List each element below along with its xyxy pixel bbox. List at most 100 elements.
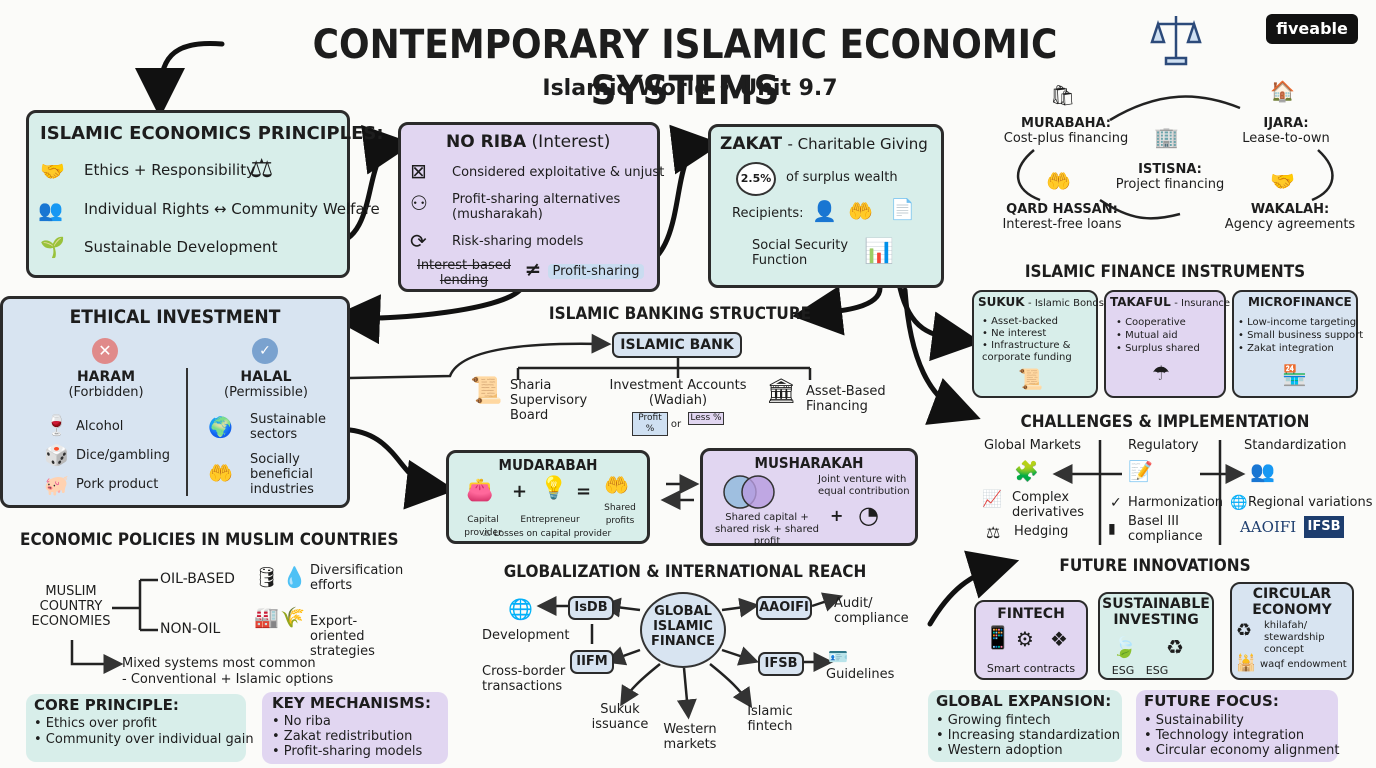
bars-icon: ▮ bbox=[1108, 521, 1116, 537]
bar-chart-icon: 📊 bbox=[864, 237, 894, 265]
challenges-title: CHALLENGES & IMPLEMENTATION bbox=[1020, 412, 1310, 432]
halal-item: Socially beneficial industries bbox=[250, 452, 314, 497]
no-money-icon: ⊠ bbox=[410, 159, 427, 183]
riba-compare-right: Profit-sharing bbox=[548, 264, 644, 279]
core-principle-box bbox=[26, 694, 246, 762]
halal-icon: ✓ bbox=[252, 338, 278, 364]
person-icon: 👤 bbox=[812, 199, 837, 223]
sukuk-issuance: Sukuk issuance bbox=[591, 702, 649, 732]
core-item: • Community over individual gain bbox=[34, 732, 254, 747]
contract-desc: Interest-free loans bbox=[1002, 217, 1122, 232]
handshake-icon: 🤝 bbox=[1270, 169, 1295, 193]
halal-item: Sustainable sectors bbox=[250, 412, 327, 442]
expansion-item: • Western adoption bbox=[936, 743, 1063, 758]
sukuk-card bbox=[972, 290, 1098, 398]
losses-note: ⚠ Losses on capital provider bbox=[482, 529, 612, 539]
chart-icon: 📈 bbox=[982, 489, 1002, 508]
mechanism-item: • No riba bbox=[272, 714, 331, 729]
expansion-item: • Growing fintech bbox=[936, 713, 1051, 728]
harmonization: Harmonization bbox=[1128, 495, 1224, 510]
standardization: Standardization bbox=[1244, 438, 1347, 453]
sukuk-item-text: Asset-backed bbox=[991, 316, 1058, 327]
haram-label: HARAM bbox=[76, 369, 136, 385]
plus-sign: + bbox=[512, 481, 528, 502]
mosque-icon: 🕌 bbox=[1236, 653, 1256, 672]
document-scales-icon: 📜 bbox=[470, 376, 503, 406]
buildings-icon: 🏢 bbox=[1154, 125, 1179, 149]
contract-desc: Cost-plus financing bbox=[1003, 131, 1129, 146]
musharakah-title: MUSHARAKAH bbox=[754, 454, 864, 472]
future-focus-box bbox=[1136, 690, 1338, 762]
microfinance-title: MICROFINANCE bbox=[1248, 295, 1352, 309]
lightbulb-icon: 💡 bbox=[540, 476, 568, 501]
regulatory: Regulatory bbox=[1128, 438, 1199, 453]
aaoifi-node: AAOIFI bbox=[756, 596, 812, 620]
globe-icon: 🌐 bbox=[1230, 495, 1248, 511]
sukuk-title: SUKUK - Islamic Bonds bbox=[978, 296, 1104, 310]
people-building-icon: 👥 bbox=[1250, 459, 1275, 483]
instruments-title: ISLAMIC FINANCE INSTRUMENTS bbox=[1024, 262, 1306, 282]
wallet-icon: 👛 bbox=[466, 478, 494, 503]
ethical-title: ETHICAL INVESTMENT bbox=[69, 306, 281, 328]
takaful-title: TAKAFUL - Insurance bbox=[1110, 296, 1230, 310]
investment-accounts: Investment Accounts (Wadiah) bbox=[606, 378, 750, 408]
contract-name: WAKALAH: bbox=[1250, 202, 1330, 217]
contract-desc: Lease-to-own bbox=[1242, 131, 1330, 146]
banking-title: ISLAMIC BANKING STRUCTURE bbox=[548, 304, 812, 324]
riba-item: Considered exploitative & unjust bbox=[452, 165, 665, 180]
hedging: Hedging bbox=[1014, 524, 1069, 539]
capital-label: Capital provider bbox=[464, 515, 502, 538]
umbrella-icon: ☂ bbox=[1152, 361, 1170, 385]
core-title: CORE PRINCIPLE: bbox=[34, 696, 179, 714]
oil-barrel-icon: 🛢 bbox=[254, 565, 280, 589]
mudarabah-panel bbox=[446, 450, 650, 544]
principle-item: Ethics + Responsibility bbox=[84, 161, 255, 179]
shop-icon: 🏪 bbox=[1282, 363, 1307, 387]
coin-hand-icon: 🤲 bbox=[208, 461, 233, 485]
micro-item-text: Low-income targeting bbox=[1247, 317, 1357, 328]
iifm-node: IIFM bbox=[570, 650, 614, 674]
plus-sign: + bbox=[830, 506, 844, 525]
sustainable-title: SUSTAINABLE INVESTING bbox=[1102, 596, 1210, 628]
globalization-title: GLOBALIZATION & INTERNATIONAL REACH bbox=[503, 562, 867, 582]
mixed-systems: Mixed systems most common bbox=[122, 656, 316, 671]
riba-title: NO RIBA (Interest) bbox=[446, 132, 610, 152]
fintech-title: FINTECH bbox=[997, 606, 1065, 622]
principle-item: Individual Rights ↔ Community Welfare bbox=[84, 200, 380, 218]
brand-logo: fiveable bbox=[1266, 14, 1358, 44]
takaful-item-text: Surplus shared bbox=[1125, 343, 1200, 354]
key-mechanisms-box bbox=[262, 692, 448, 764]
contract-desc: Project financing bbox=[1115, 177, 1225, 192]
leaf-icon: 🍃 bbox=[1112, 635, 1137, 659]
pig-icon: 🐖 bbox=[44, 473, 69, 497]
circular-title: CIRCULAR ECONOMY bbox=[1252, 586, 1332, 618]
halal-sub: (Permissible) bbox=[224, 385, 308, 400]
handshake-icon: 🤝 bbox=[40, 159, 65, 183]
esg-label: ESG bbox=[1111, 664, 1135, 677]
takaful-card bbox=[1104, 290, 1226, 398]
takaful-item-text: Mutual aid bbox=[1125, 330, 1178, 341]
global-markets: Global Markets bbox=[984, 438, 1082, 453]
circular-card bbox=[1230, 582, 1354, 680]
fintech-card bbox=[974, 600, 1088, 680]
sukuk-name: SUKUK bbox=[978, 295, 1025, 309]
zakat-title-main: ZAKAT bbox=[720, 134, 783, 154]
waqf: waqf endowment bbox=[1260, 659, 1347, 670]
sukuk-tag: - Islamic Bonds bbox=[1028, 298, 1104, 309]
focus-title: FUTURE FOCUS: bbox=[1144, 692, 1279, 710]
puzzle-icon: 🧩 bbox=[1014, 459, 1039, 483]
takaful-items: • Cooperative • Mutual aid • Surplus sha… bbox=[1116, 317, 1200, 354]
takaful-item-text: Cooperative bbox=[1125, 317, 1186, 328]
check-icon: ✓ bbox=[1110, 495, 1122, 511]
equals-sign: = bbox=[576, 481, 592, 502]
non-oil: NON-OIL bbox=[160, 621, 221, 637]
dice-icon: 🎲 bbox=[44, 443, 69, 467]
crossborder: Cross-border transactions bbox=[482, 664, 566, 694]
focus-item: • Sustainability bbox=[1144, 713, 1244, 728]
contract-name: MURABAHA: bbox=[1021, 116, 1111, 131]
riba-panel bbox=[398, 122, 660, 292]
haram-icon: ✕ bbox=[92, 338, 118, 364]
scales-icon: ⚖ bbox=[986, 523, 1001, 542]
development: Development bbox=[482, 628, 570, 643]
